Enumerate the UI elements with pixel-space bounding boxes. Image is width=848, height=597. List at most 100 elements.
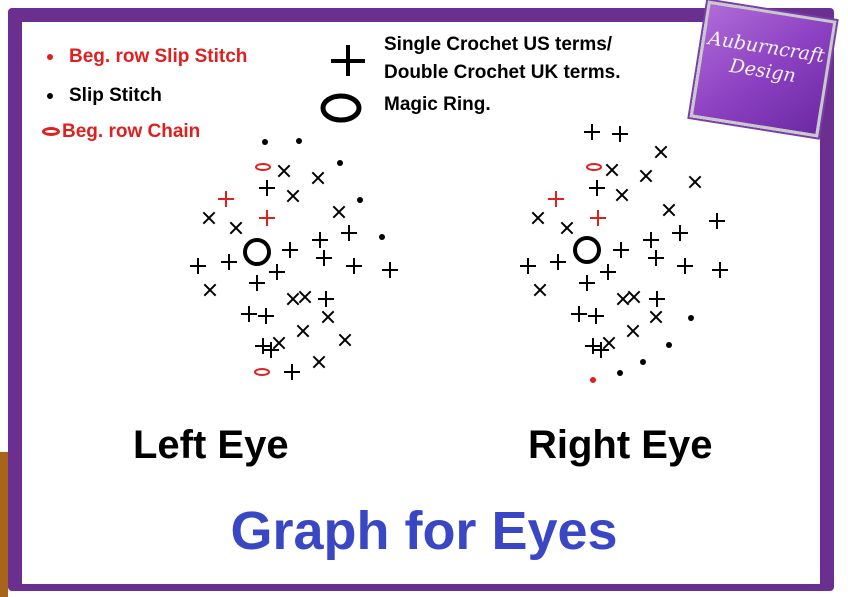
single-crochet-icon bbox=[269, 264, 285, 280]
single-crochet-icon bbox=[272, 336, 286, 350]
magic-ring-icon bbox=[573, 236, 601, 264]
stroke bbox=[616, 292, 630, 306]
single-crochet-icon bbox=[662, 203, 676, 217]
single-crochet-icon bbox=[259, 210, 275, 226]
single-crochet-icon bbox=[332, 205, 346, 219]
legend-slip-stitch: Slip Stitch bbox=[47, 85, 162, 107]
single-crochet-icon bbox=[218, 191, 234, 207]
single-crochet-icon bbox=[531, 211, 545, 225]
stroke bbox=[312, 355, 326, 369]
single-crochet-icon bbox=[382, 262, 398, 278]
single-crochet-icon bbox=[341, 225, 357, 241]
stroke bbox=[321, 310, 335, 324]
stroke bbox=[277, 164, 291, 178]
stroke bbox=[615, 188, 629, 202]
black-dot-icon bbox=[47, 92, 53, 99]
beg-slip-stitch-icon bbox=[590, 377, 596, 383]
slip-stitch-icon bbox=[262, 139, 268, 145]
single-crochet-icon bbox=[286, 292, 300, 306]
single-crochet-icon bbox=[584, 124, 600, 140]
single-crochet-icon bbox=[318, 291, 334, 307]
stroke bbox=[332, 205, 346, 219]
stroke bbox=[203, 283, 217, 297]
single-crochet-icon bbox=[588, 308, 604, 324]
single-crochet-icon bbox=[311, 171, 325, 185]
single-crochet-icon bbox=[346, 258, 362, 274]
single-crochet-icon bbox=[298, 290, 312, 304]
stroke bbox=[531, 211, 545, 225]
single-crochet-icon bbox=[709, 213, 725, 229]
legend-magic-ring-icon bbox=[320, 93, 362, 123]
white-panel bbox=[22, 22, 820, 584]
slip-stitch-icon bbox=[357, 197, 363, 203]
beg-chain-icon bbox=[254, 368, 270, 376]
slip-stitch-icon bbox=[337, 160, 343, 166]
single-crochet-icon bbox=[229, 221, 243, 235]
slip-stitch-icon bbox=[688, 315, 694, 321]
single-crochet-icon bbox=[590, 210, 606, 226]
legend-slip-stitch-label: Slip Stitch bbox=[69, 85, 162, 106]
single-crochet-icon bbox=[585, 338, 601, 354]
stroke bbox=[338, 333, 352, 347]
stroke bbox=[688, 175, 702, 189]
single-crochet-icon bbox=[626, 324, 640, 338]
single-crochet-icon bbox=[615, 188, 629, 202]
single-crochet-icon bbox=[654, 145, 668, 159]
red-dot-icon bbox=[47, 53, 53, 60]
right-eye-title: Right Eye bbox=[528, 423, 713, 467]
single-crochet-icon bbox=[520, 258, 536, 274]
single-crochet-icon bbox=[688, 175, 702, 189]
slip-stitch-icon bbox=[640, 359, 646, 365]
single-crochet-icon bbox=[282, 242, 298, 258]
stroke bbox=[627, 290, 641, 304]
single-crochet-icon bbox=[639, 169, 653, 183]
stroke bbox=[626, 324, 640, 338]
single-crochet-icon bbox=[602, 336, 616, 350]
left-eye-chart bbox=[190, 138, 398, 380]
legend-single-crochet-line2: Double Crochet UK terms. bbox=[384, 62, 621, 83]
legend-single-crochet-line1: Single Crochet US terms/ bbox=[384, 34, 613, 55]
stroke bbox=[654, 145, 668, 159]
stroke bbox=[311, 171, 325, 185]
stroke bbox=[296, 324, 310, 338]
legend-plus-icon bbox=[331, 45, 365, 76]
stroke bbox=[298, 290, 312, 304]
single-crochet-icon bbox=[593, 342, 609, 358]
single-crochet-icon bbox=[202, 211, 216, 225]
single-crochet-icon bbox=[550, 254, 566, 270]
single-crochet-icon bbox=[321, 310, 335, 324]
stroke bbox=[560, 221, 574, 235]
single-crochet-icon bbox=[600, 264, 616, 280]
stroke bbox=[662, 203, 676, 217]
single-crochet-icon bbox=[316, 250, 332, 266]
single-crochet-icon bbox=[613, 242, 629, 258]
single-crochet-icon bbox=[284, 364, 300, 380]
single-crochet-icon bbox=[649, 310, 663, 324]
legend-beg-chain: Beg. row Chain bbox=[42, 121, 200, 143]
single-crochet-icon bbox=[277, 164, 291, 178]
single-crochet-icon bbox=[612, 126, 628, 142]
single-crochet-icon bbox=[249, 275, 265, 291]
single-crochet-icon bbox=[190, 258, 206, 274]
single-crochet-icon bbox=[312, 355, 326, 369]
stroke bbox=[272, 336, 286, 350]
single-crochet-icon bbox=[338, 333, 352, 347]
stroke bbox=[605, 163, 619, 177]
red-oval-icon bbox=[42, 127, 60, 137]
single-crochet-icon bbox=[672, 225, 688, 241]
single-crochet-icon bbox=[263, 342, 279, 358]
single-crochet-icon bbox=[259, 180, 275, 196]
single-crochet-icon bbox=[203, 283, 217, 297]
single-crochet-icon bbox=[712, 262, 728, 278]
single-crochet-icon bbox=[616, 292, 630, 306]
single-crochet-icon bbox=[605, 163, 619, 177]
stroke bbox=[639, 169, 653, 183]
magic-ring-icon bbox=[243, 238, 271, 266]
single-crochet-icon bbox=[533, 283, 547, 297]
legend-magic-ring-label: Magic Ring. bbox=[384, 94, 491, 115]
single-crochet-icon bbox=[286, 189, 300, 203]
single-crochet-icon bbox=[677, 258, 693, 274]
legend-beg-slip-stitch: Beg. row Slip Stitch bbox=[47, 46, 247, 68]
single-crochet-icon bbox=[258, 308, 274, 324]
single-crochet-icon bbox=[579, 275, 595, 291]
